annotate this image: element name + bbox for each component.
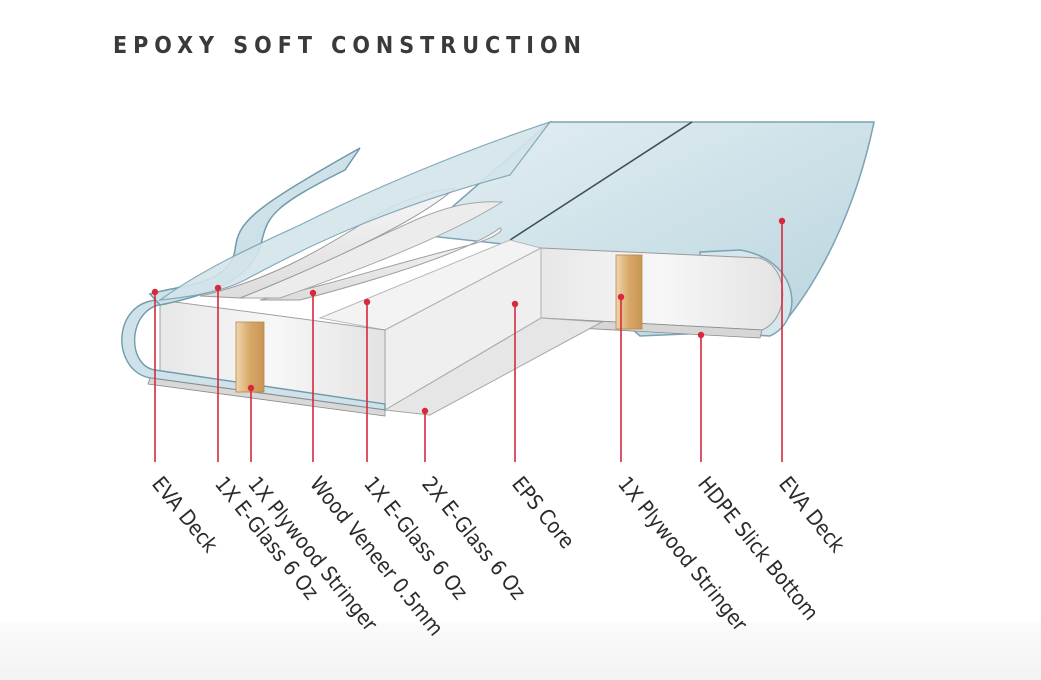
eva-deck-top-left	[157, 120, 552, 301]
label-eva-deck-right: EVA Deck	[774, 472, 849, 557]
hdpe-bottom-left	[147, 377, 386, 417]
label-eps-core: EPS Core	[507, 472, 579, 553]
right-board-section	[418, 121, 875, 339]
bottom-band	[0, 622, 1041, 680]
left-rail-body	[121, 299, 386, 411]
leader-dot-wood-veneer	[309, 289, 317, 297]
plywood-stringer-right	[615, 254, 643, 330]
leader-dot-eva-deck-left	[151, 288, 159, 296]
plywood-stringer-left	[235, 321, 265, 393]
leader-dot-e-glass-bottom	[421, 407, 429, 415]
leader-dot-e-glass-top	[214, 284, 222, 292]
page-title: EPOXY SOFT CONSTRUCTION	[113, 33, 587, 59]
leader-dot-eps-core	[511, 300, 519, 308]
glass-sheet-lower	[259, 227, 502, 301]
leader-dot-plywood-stringer-left	[247, 384, 255, 392]
leader-lines	[151, 217, 786, 462]
leader-dot-plywood-stringer-right	[617, 293, 625, 301]
bottom-glass-strip	[383, 317, 604, 416]
leader-dot-eva-deck-right	[778, 217, 786, 225]
left-cutaway-section	[121, 120, 604, 417]
deck-seam-line	[509, 121, 693, 241]
leader-dot-hdpe-slick-bottom	[697, 331, 705, 339]
leader-dot-e-glass-inner	[363, 298, 371, 306]
label-eva-deck-left: EVA Deck	[147, 472, 222, 557]
right-core-face	[540, 247, 784, 331]
